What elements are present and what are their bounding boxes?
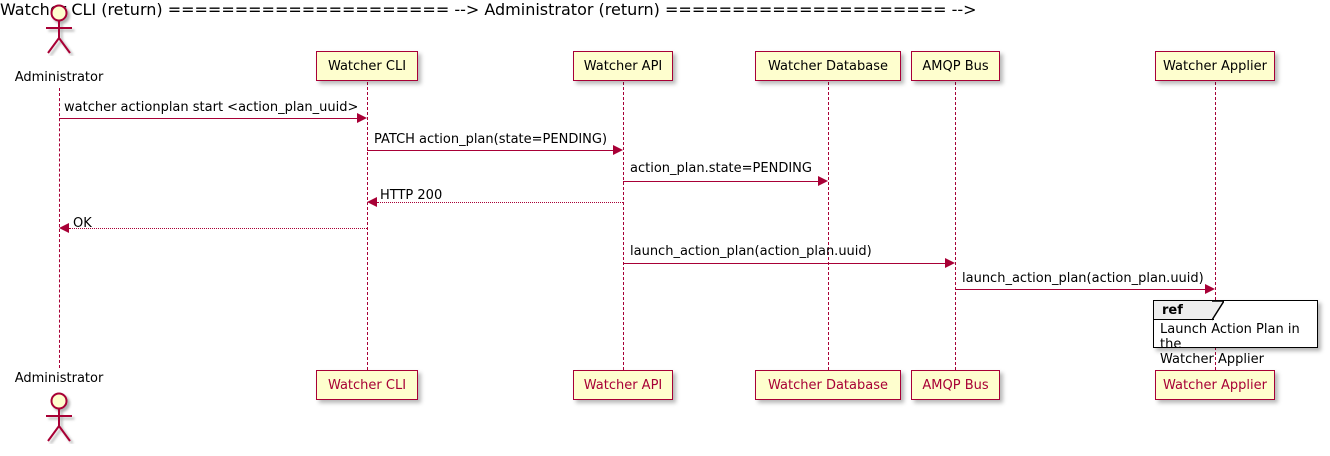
lifeline-watcher-database [828, 82, 829, 370]
ref-fragment-tab: ref [1154, 301, 1214, 320]
message-2-arrowhead [613, 145, 623, 155]
message-6-label: launch_action_plan(action_plan.uuid) [630, 244, 872, 259]
message-7-arrowhead [1205, 284, 1215, 294]
message-4-arrowhead [367, 197, 377, 207]
message-4-line [377, 202, 623, 203]
message-5-arrowhead [59, 223, 69, 233]
participant-amqp-bus-top[interactable]: AMQP Bus [911, 51, 1000, 81]
ref-fragment-tab-corner-icon [1212, 301, 1224, 321]
participant-watcher-api-top-label: Watcher API [583, 58, 663, 74]
lifeline-watcher-applier [1215, 82, 1216, 370]
participant-watcher-database-bottom-label: Watcher Database [768, 377, 888, 393]
participant-watcher-cli-bottom[interactable]: Watcher CLI [316, 370, 418, 400]
ref-fragment-body: Launch Action Plan in the Watcher Applie… [1160, 322, 1300, 367]
stick-figure-icon [46, 4, 72, 54]
lifeline-watcher-api [623, 82, 624, 370]
message-5-label: OK [73, 216, 92, 231]
stick-figure-icon [46, 392, 72, 442]
lifeline-amqp-bus [955, 82, 956, 370]
participant-amqp-bus-bottom-label: AMQP Bus [922, 377, 989, 393]
ref-fragment: ref Launch Action Plan in the Watcher Ap… [1153, 300, 1318, 367]
participant-watcher-api-bottom[interactable]: Watcher API [573, 370, 673, 400]
participant-watcher-api-bottom-label: Watcher API [583, 377, 663, 393]
actor-administrator-bottom-label: Administrator [14, 371, 104, 386]
participant-amqp-bus-top-label: AMQP Bus [922, 58, 989, 74]
message-6-line [623, 263, 945, 264]
participant-watcher-applier-top[interactable]: Watcher Applier [1155, 51, 1275, 81]
participant-watcher-applier-bottom[interactable]: Watcher Applier [1155, 370, 1275, 400]
message-1-label: watcher actionplan start <action_plan_uu… [64, 100, 359, 115]
participant-watcher-cli-top-label: Watcher CLI [327, 58, 407, 74]
message-7-line [955, 289, 1205, 290]
message-4-label: HTTP 200 [380, 188, 443, 203]
message-2-label: PATCH action_plan(state=PENDING) [374, 132, 608, 147]
message-1-arrowhead [357, 113, 367, 123]
message-3-label: action_plan.state=PENDING [630, 161, 812, 176]
actor-administrator-top-icon [37, 4, 81, 56]
participant-watcher-applier-top-label: Watcher Applier [1163, 58, 1267, 74]
ref-fragment-tab-label: ref [1162, 302, 1183, 318]
participant-watcher-cli-bottom-label: Watcher CLI [327, 377, 407, 393]
participant-watcher-applier-bottom-label: Watcher Applier [1163, 377, 1267, 393]
message-3-line [623, 181, 818, 182]
message-1-line [59, 118, 357, 119]
message-7-label: launch_action_plan(action_plan.uuid) [962, 271, 1204, 286]
message-5-line [69, 228, 367, 229]
message-6-arrowhead [945, 258, 955, 268]
participant-watcher-cli-top[interactable]: Watcher CLI [316, 51, 418, 81]
message-2-line [367, 150, 613, 151]
actor-administrator-bottom-icon [37, 392, 81, 444]
participant-watcher-database-top[interactable]: Watcher Database [755, 51, 901, 81]
message-3-arrowhead [818, 176, 828, 186]
participant-watcher-database-bottom[interactable]: Watcher Database [755, 370, 901, 400]
participant-watcher-database-top-label: Watcher Database [768, 58, 888, 74]
participant-amqp-bus-bottom[interactable]: AMQP Bus [911, 370, 1000, 400]
participant-watcher-api-top[interactable]: Watcher API [573, 51, 673, 81]
lifeline-watcher-cli [367, 82, 368, 370]
actor-administrator-top-label: Administrator [14, 70, 104, 85]
